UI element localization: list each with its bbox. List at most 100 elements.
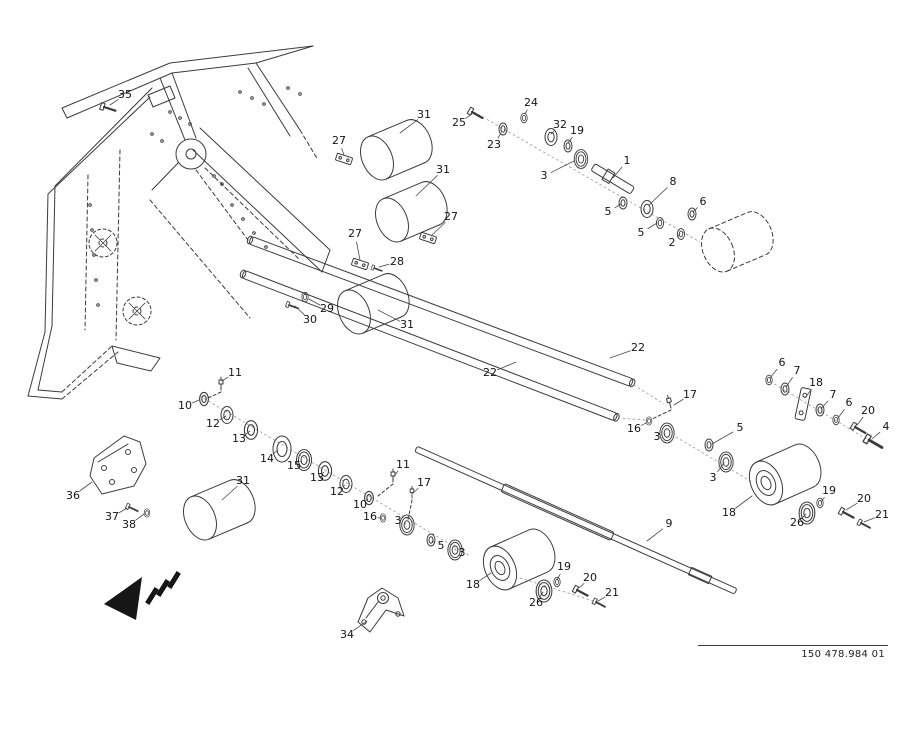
frame-holes xyxy=(88,86,302,307)
roller-18-bottom xyxy=(476,523,562,596)
callout-label-3: 3 xyxy=(395,514,402,527)
callout-label-20: 20 xyxy=(861,404,875,417)
callout-label-5: 5 xyxy=(737,421,744,434)
callout-label-28: 28 xyxy=(390,255,404,268)
callout-leader-17 xyxy=(412,487,419,494)
callout-label-19: 19 xyxy=(822,484,836,497)
callout-leader-20 xyxy=(856,416,864,426)
callout-label-6: 6 xyxy=(846,396,853,409)
callout-leader-22 xyxy=(609,350,631,359)
callout-label-3: 3 xyxy=(654,430,661,443)
callout-leader-31 xyxy=(377,309,401,322)
callout-label-32: 32 xyxy=(553,118,567,131)
callout-leader-5 xyxy=(711,431,734,445)
callout-leader-5 xyxy=(647,222,658,230)
callout-leader-17 xyxy=(673,398,684,406)
callout-label-26: 26 xyxy=(790,516,804,529)
callout-label-7: 7 xyxy=(830,388,837,401)
callout-label-26: 26 xyxy=(529,596,543,609)
callout-label-27: 27 xyxy=(332,134,346,147)
bracket-34 xyxy=(357,587,405,633)
callout-label-11: 11 xyxy=(228,366,242,379)
ref-divider-line xyxy=(698,645,888,646)
callout-label-34: 34 xyxy=(340,628,354,641)
callout-label-31: 31 xyxy=(400,318,414,331)
callout-label-17: 17 xyxy=(417,476,431,489)
callout-label-20: 20 xyxy=(857,492,871,505)
callout-leader-11 xyxy=(393,470,399,477)
callout-label-18: 18 xyxy=(809,376,823,389)
bracket-36-hardware xyxy=(124,502,151,518)
callout-leader-5 xyxy=(614,203,622,209)
callout-leader-4 xyxy=(871,431,881,440)
callout-leader-20 xyxy=(845,502,858,511)
callout-leader-16 xyxy=(640,422,647,426)
callout-leader-22 xyxy=(496,361,517,371)
callout-leader-18 xyxy=(479,572,492,581)
callout-leader-13 xyxy=(322,471,325,474)
tube-22-lower xyxy=(239,269,620,422)
callout-label-27: 27 xyxy=(348,227,362,240)
callout-label-25: 25 xyxy=(452,116,466,129)
callout-leader-11 xyxy=(221,376,229,382)
tube-22-upper xyxy=(246,235,636,388)
callout-leader-18 xyxy=(804,389,812,399)
callout-label-19: 19 xyxy=(557,560,571,573)
callout-leader-20 xyxy=(578,582,585,589)
callout-label-5: 5 xyxy=(638,226,645,239)
callout-label-15: 15 xyxy=(287,459,301,472)
callout-label-5: 5 xyxy=(605,205,612,218)
callout-leader-19 xyxy=(556,573,561,581)
callout-leader-6 xyxy=(837,409,845,419)
callout-leader-31 xyxy=(221,485,238,501)
callout-leader-25 xyxy=(465,113,473,119)
callout-label-9: 9 xyxy=(666,517,673,530)
callout-leader-30 xyxy=(294,305,305,315)
callout-label-12: 12 xyxy=(330,485,344,498)
callout-leader-10 xyxy=(365,498,369,501)
callout-label-12: 12 xyxy=(206,417,220,430)
callout-leader-31 xyxy=(415,175,438,197)
callout-label-11: 11 xyxy=(396,458,410,471)
callout-label-21: 21 xyxy=(875,508,889,521)
callout-leader-26 xyxy=(539,591,544,597)
callout-label-37: 37 xyxy=(105,510,119,523)
callout-leader-34 xyxy=(353,620,368,631)
callout-leader-6 xyxy=(692,207,698,213)
callout-leader-35 xyxy=(109,99,119,106)
callout-label-5: 5 xyxy=(438,539,445,552)
callout-leader-37 xyxy=(118,507,128,514)
bracket-36 xyxy=(89,435,147,495)
drawing-ref-number: 150 478.984 01 xyxy=(801,649,885,660)
callout-leader-5 xyxy=(431,540,435,543)
callout-leader-27 xyxy=(341,148,345,156)
callout-label-20: 20 xyxy=(583,571,597,584)
callout-label-18: 18 xyxy=(466,578,480,591)
frame-structure xyxy=(27,45,331,400)
tube-align-line-1 xyxy=(633,384,665,405)
callout-leader-26 xyxy=(802,513,807,518)
callout-label-3: 3 xyxy=(710,471,717,484)
callout-label-29: 29 xyxy=(320,302,334,315)
callout-leader-3 xyxy=(550,160,575,173)
callout-leader-14 xyxy=(272,449,279,455)
callout-leader-13 xyxy=(245,430,251,435)
callout-label-7: 7 xyxy=(794,364,801,377)
callout-label-23: 23 xyxy=(487,138,501,151)
callout-label-2: 2 xyxy=(669,236,676,249)
left-bearing-chain xyxy=(199,376,471,561)
callout-label-19: 19 xyxy=(570,124,584,137)
callout-label-30: 30 xyxy=(303,313,317,326)
tube-align-line-2 xyxy=(617,417,646,421)
callout-label-22: 22 xyxy=(631,341,645,354)
callout-leader-36 xyxy=(79,481,93,492)
callout-label-13: 13 xyxy=(232,432,246,445)
callout-leader-8 xyxy=(648,187,668,206)
callout-leader-1 xyxy=(612,166,623,179)
callout-label-31: 31 xyxy=(436,163,450,176)
callout-label-10: 10 xyxy=(178,399,192,412)
roller-18-bottom-hardware xyxy=(519,576,608,611)
callout-leader-10 xyxy=(191,399,200,404)
